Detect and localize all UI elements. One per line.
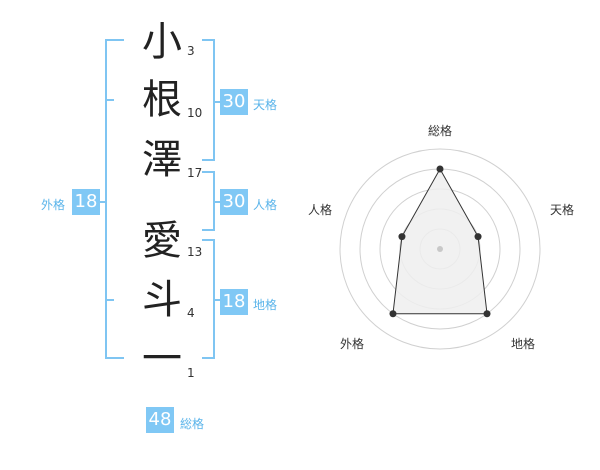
name-char-4: 愛 [142, 218, 182, 264]
soukaku-label: 総格 [180, 417, 205, 431]
chikaku-value: 18 [220, 289, 248, 315]
radar-point-1 [436, 165, 444, 173]
tenkaku-label: 天格 [253, 98, 278, 112]
name-char-3: 澤 [142, 137, 182, 183]
radar-label-tenkaku: 天格 [550, 203, 575, 217]
radar-point-3 [483, 310, 491, 318]
tenkaku-value: 30 [220, 89, 248, 115]
name-char-1: 小 [142, 19, 182, 65]
gaikaku-value: 18 [72, 189, 100, 215]
stroke-count-6: 1 [187, 366, 195, 380]
name-char-2: 根 [142, 77, 182, 123]
stroke-count-5: 4 [187, 306, 195, 320]
stroke-count-2: 10 [187, 106, 203, 120]
radar-point-4 [389, 310, 397, 318]
radar-label-jinkaku: 人格 [308, 203, 333, 217]
radar-polygon [392, 167, 488, 315]
gaikaku-bracket [105, 39, 124, 359]
stroke-count-1: 3 [187, 44, 195, 58]
stroke-count-3: 17 [187, 166, 203, 180]
radar-label-gaikaku: 外格 [340, 337, 365, 351]
jinkaku-label: 人格 [253, 198, 278, 212]
jinkaku-value: 30 [220, 189, 248, 215]
gaikaku-label: 外格 [41, 198, 66, 212]
name-char-6: 一 [142, 336, 182, 382]
radar-points [389, 165, 491, 318]
radar-point-2 [474, 233, 482, 241]
chikaku-label: 地格 [253, 298, 278, 312]
name-char-5: 斗 [142, 277, 182, 323]
soukaku-value: 48 [146, 407, 174, 433]
radar-label-soukaku: 総格 [428, 124, 453, 138]
radar-label-chikaku: 地格 [511, 337, 536, 351]
tenkaku-bracket [202, 39, 215, 161]
radar-center-dot [437, 246, 443, 252]
radar-point-5 [398, 233, 406, 241]
stroke-count-4: 13 [187, 245, 203, 259]
radar-grid-ring-5 [339, 148, 541, 350]
